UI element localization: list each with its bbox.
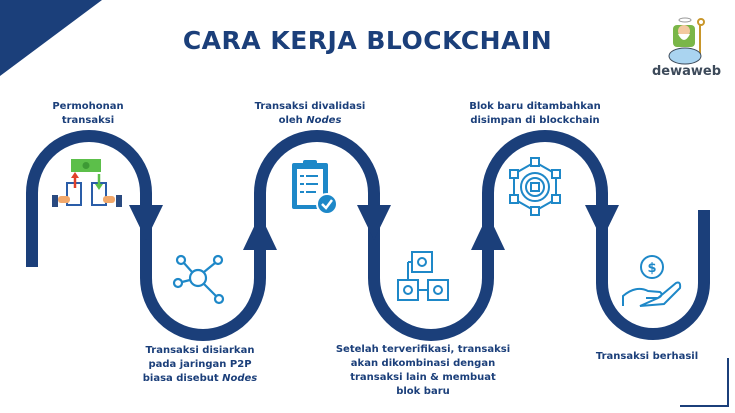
step-4-line: blok baru — [396, 386, 450, 397]
step-3-line: Transaksi divalidasi — [254, 101, 366, 112]
corner-bracket — [680, 358, 729, 407]
wave-path — [26, 130, 710, 341]
step-3-text: oleh — [278, 115, 307, 126]
step-1-line: Permohonan — [52, 101, 124, 112]
step-1-label: Permohonan transaksi — [28, 100, 148, 128]
step-2-line: biasa disebut Nodes — [130, 372, 270, 386]
step-4-line: akan dikombinasi dengan — [350, 358, 496, 369]
step-1-line: transaksi — [61, 115, 115, 126]
step-4-label: Setelah terverifikasi, transaksi akan di… — [333, 343, 513, 399]
step-5-label: Blok baru ditambahkan disimpan di blockc… — [460, 100, 610, 128]
step-3-line: oleh Nodes — [240, 114, 380, 128]
corner-triangle — [0, 0, 102, 76]
step-2-line: Transaksi disiarkan — [145, 345, 255, 356]
arrow-up-2 — [243, 214, 277, 250]
arrow-down-5 — [585, 205, 619, 240]
logo-text: dewaweb — [652, 64, 722, 79]
svg-text:$: $ — [647, 261, 656, 276]
arrow-down-1 — [129, 205, 163, 240]
money-transfer-icon — [52, 159, 122, 207]
step-5-line: Blok baru ditambahkan — [469, 101, 601, 112]
arrow-down-3 — [357, 205, 391, 240]
step-6-line: Transaksi berhasil — [595, 351, 699, 362]
blockchain-network-icon — [509, 157, 561, 216]
network-nodes-icon — [172, 254, 225, 305]
step-2-line: pada jaringan P2P — [148, 359, 252, 370]
step-4-line: Setelah terverifikasi, transaksi — [335, 344, 511, 355]
blocks-icon — [397, 251, 449, 301]
hand-coin-icon: $ — [622, 255, 682, 307]
page-title: CARA KERJA BLOCKCHAIN — [182, 26, 553, 55]
step-2-italic: Nodes — [222, 373, 258, 384]
step-5-line: disimpan di blockchain — [470, 115, 600, 126]
step-4-line: transaksi lain & membuat — [350, 372, 496, 383]
clipboard-check-icon — [292, 160, 338, 215]
step-3-italic: Nodes — [306, 115, 342, 126]
step-6-label: Transaksi berhasil — [587, 350, 707, 364]
step-3-label: Transaksi divalidasi oleh Nodes — [240, 100, 380, 128]
dewaweb-logo — [668, 17, 705, 65]
step-2-label: Transaksi disiarkan pada jaringan P2P bi… — [130, 344, 270, 386]
step-2-text: biasa disebut — [142, 373, 223, 384]
arrow-up-4 — [471, 214, 505, 250]
